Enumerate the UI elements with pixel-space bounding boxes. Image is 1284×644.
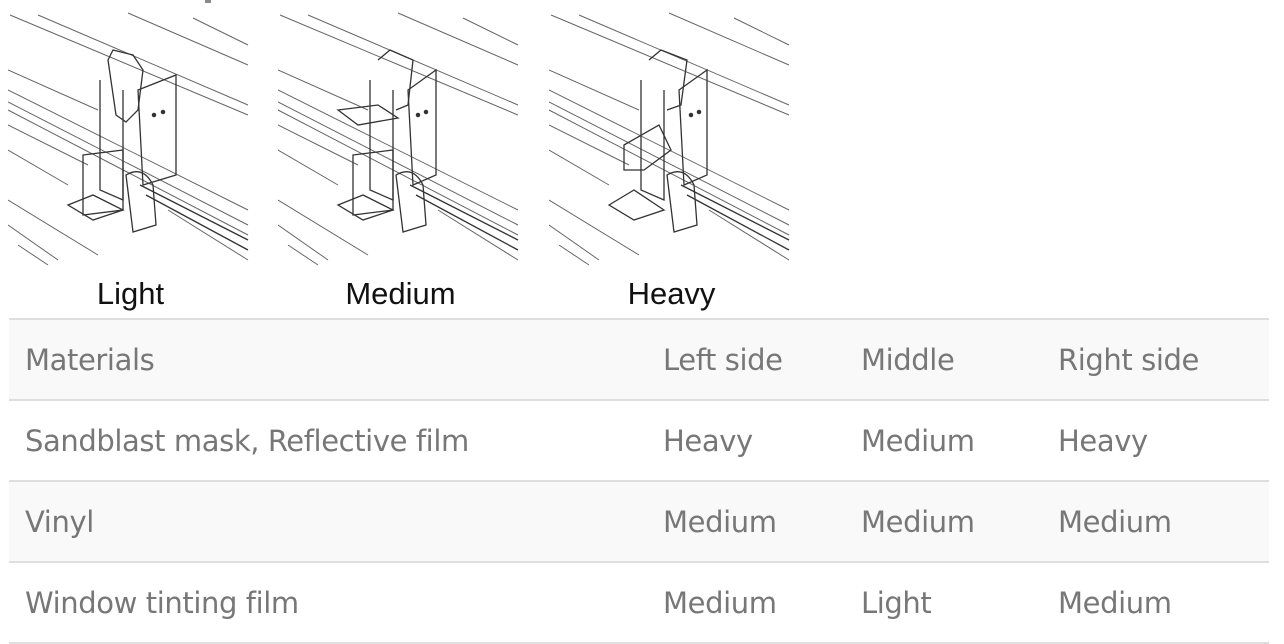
figure-panel-medium: Medium [278,10,523,318]
pinch-roller-heavy-icon [549,12,790,266]
cropped-text-fragment [205,0,211,3]
cell-right-side: Medium [1042,561,1269,644]
caption-light: Light [96,276,165,311]
pinch-roller-light-icon [8,12,249,266]
caption-heavy: Heavy [627,276,716,311]
figure-panel-heavy: Heavy [549,10,794,318]
cell-middle: Medium [845,399,1042,482]
table-row: Sandblast mask, Reflective film Heavy Me… [9,399,1269,482]
table-row: Vinyl Medium Medium Medium [9,480,1269,563]
cell-right-side: Heavy [1042,399,1269,482]
figure-panel-light: Light [8,10,253,318]
cell-left-side: Medium [647,561,845,644]
header-middle: Middle [845,318,1042,401]
cell-left-side: Medium [647,480,845,563]
cell-middle: Light [845,561,1042,644]
cell-material: Window tinting film [9,561,647,644]
pinch-roller-medium-icon [278,12,519,266]
header-left-side: Left side [647,318,845,401]
cell-right-side: Medium [1042,480,1269,563]
table-row: Window tinting film Medium Light Medium [9,561,1269,644]
cell-material: Vinyl [9,480,647,563]
cell-left-side: Heavy [647,399,845,482]
table-header-row: Materials Left side Middle Right side [9,318,1269,401]
material-pressure-table: Materials Left side Middle Right side Sa… [9,318,1269,644]
caption-medium: Medium [345,276,456,311]
header-materials: Materials [9,318,647,401]
cell-middle: Medium [845,480,1042,563]
pinch-roller-pressure-figure: Light Medium [8,10,810,318]
header-right-side: Right side [1042,318,1269,401]
cell-material: Sandblast mask, Reflective film [9,399,647,482]
